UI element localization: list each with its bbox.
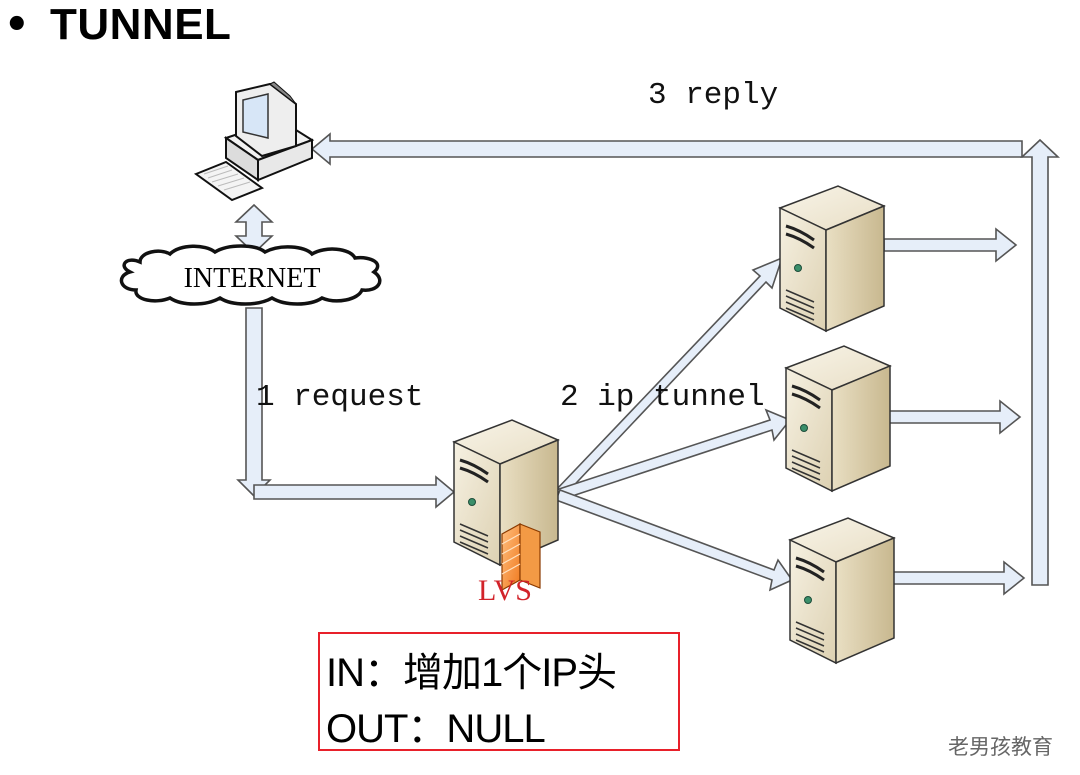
- watermark: 老男孩教育: [948, 735, 1053, 759]
- header-note-box: IN：增加1个IP头 OUT：NULL: [318, 632, 680, 751]
- slide-title: TUNNEL: [50, 0, 232, 49]
- request-arrow: [236, 307, 456, 509]
- tunnel-arrow-to-server-2: [554, 408, 792, 501]
- title-bullet: •: [4, 2, 30, 48]
- tunnel-arrow-to-server-1: [554, 256, 784, 500]
- cloud-icon: INTERNET: [119, 244, 382, 306]
- tunnel-arrow-to-server-3: [554, 488, 794, 592]
- server-2-output-arrow: [887, 399, 1022, 435]
- note-out-line: OUT：NULL: [326, 707, 546, 751]
- request-step-label: 1 request: [256, 380, 424, 415]
- ip-tunnel-step-label: 2 ip tunnel: [560, 380, 765, 415]
- reply-arrow-vertical: [1019, 138, 1061, 586]
- note-in-line: IN：增加1个IP头: [326, 651, 617, 695]
- reply-step-label: 3 reply: [648, 78, 779, 113]
- lvs-label: LVS: [478, 574, 532, 607]
- desktop-computer-icon: [193, 81, 315, 202]
- server-1-output-arrow: [883, 227, 1018, 263]
- real-server-2-icon: [784, 344, 892, 493]
- firewall-icon: [501, 522, 541, 592]
- real-server-3-icon: [788, 516, 896, 665]
- reply-arrow-horizontal: [310, 132, 1023, 166]
- real-server-1-icon: [778, 184, 886, 333]
- internet-label: INTERNET: [184, 263, 321, 294]
- server-3-output-arrow: [891, 560, 1026, 596]
